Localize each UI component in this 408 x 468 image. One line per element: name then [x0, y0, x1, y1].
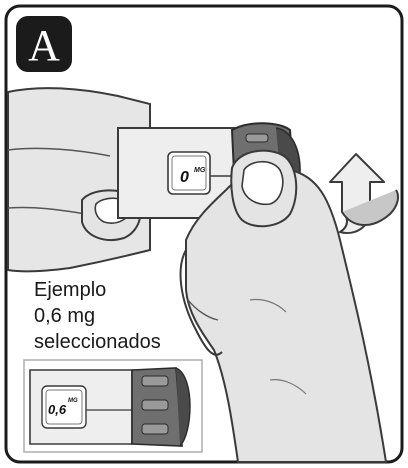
example-dose-unit: MG — [68, 398, 78, 404]
curved-arrow-icon — [329, 153, 399, 234]
example-caption: Ejemplo 0,6 mg seleccionados — [34, 279, 161, 353]
main-dose-number: 0 — [180, 169, 189, 186]
caption-line-1: Ejemplo — [34, 279, 106, 301]
caption-line-3: seleccionados — [34, 331, 161, 353]
main-dose-unit: MG — [194, 167, 206, 174]
example-inset: 0,6 MG — [23, 359, 203, 453]
step-label: A — [28, 21, 60, 70]
caption-line-2: 0,6 mg — [34, 305, 95, 327]
hand-holding-pen: 0 MG — [7, 87, 388, 463]
example-dose-number: 0,6 — [48, 402, 67, 417]
step-badge: A — [16, 16, 72, 72]
